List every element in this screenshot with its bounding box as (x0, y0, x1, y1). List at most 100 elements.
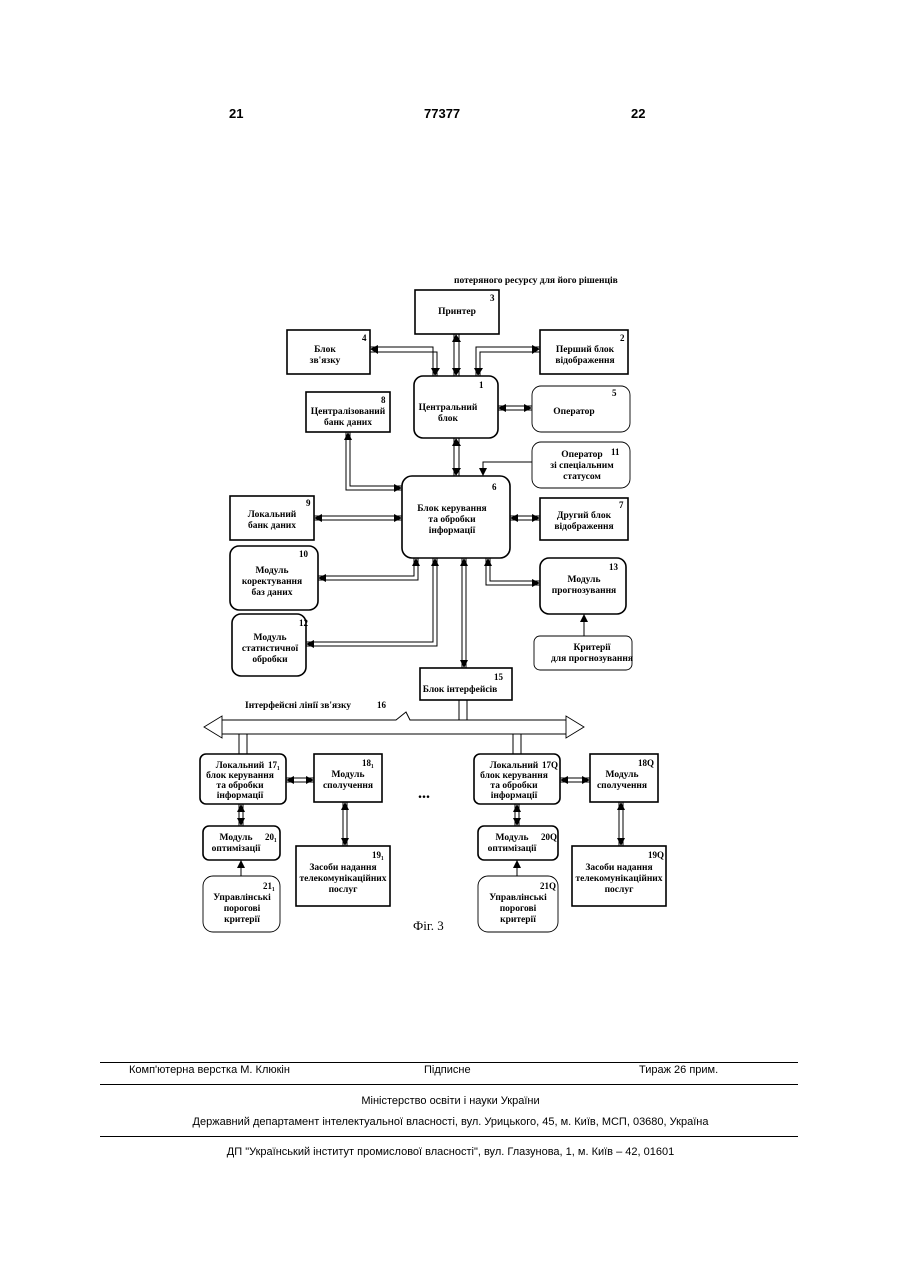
label-line: Блок керування (417, 504, 486, 514)
num-21-q: 21Q (540, 881, 556, 891)
num-4: 4 (362, 333, 367, 343)
label-line: Модуль (220, 833, 253, 843)
label-line: зі спеціальним (550, 460, 614, 471)
label-line: Локальний (248, 509, 297, 520)
label-line: зв'язку (310, 356, 341, 366)
footer-department: Державний департамент інтелектуальної вл… (0, 1116, 901, 1128)
label-line: Центральний (419, 402, 478, 413)
label-line: обробки (252, 654, 288, 665)
num-11: 11 (611, 447, 620, 457)
label-line: Управлінські (489, 892, 547, 903)
num-8: 8 (381, 395, 386, 405)
label-line: Модуль (254, 633, 287, 643)
label-line: Блок інтерфейсів (423, 684, 498, 695)
label-line: інформації (429, 525, 476, 536)
footer-ministry: Міністерство освіти і науки України (0, 1095, 901, 1107)
label-line: Критерії (573, 642, 610, 653)
label-line: Централізований (311, 406, 386, 417)
label-line: та обробки (490, 780, 538, 791)
num-12: 12 (299, 618, 309, 628)
label-line: Засоби надання (309, 862, 376, 873)
label-line: Блок (314, 345, 336, 355)
num-3: 3 (490, 293, 495, 303)
label-line: сполучення (597, 781, 647, 791)
label-line: критерії (224, 914, 260, 925)
num-18-1: 18₁ (362, 758, 374, 768)
num-9: 9 (306, 498, 311, 508)
num-17-q: 17Q (542, 760, 558, 770)
ellipsis: ... (418, 785, 430, 802)
label-line: для прогнозування (551, 654, 633, 664)
label-line: Принтер (438, 307, 476, 317)
bus-label: Інтерфейсні лінії зв'язку (245, 700, 351, 711)
label-line: коректування (242, 577, 302, 587)
num-20-1: 20₁ (265, 832, 277, 842)
label-line: Оператор (561, 450, 602, 460)
num-20-q: 20Q (541, 832, 557, 842)
num-13: 13 (609, 562, 619, 572)
label-line: статистичної (242, 644, 299, 654)
footer-circulation: Тираж 26 прим. (639, 1064, 718, 1076)
label-line: Локальний (216, 760, 265, 771)
label-line: Перший блок (556, 344, 615, 355)
num-17-1: 17₁ (268, 760, 280, 770)
num-10: 10 (299, 549, 309, 559)
label-line: Засоби надання (585, 862, 652, 873)
footer-institute: ДП "Український інститут промислової вла… (0, 1146, 901, 1158)
label-line: Другий блок (557, 510, 612, 521)
label-line: Управлінські (213, 892, 271, 903)
num-18-q: 18Q (638, 758, 654, 768)
label-line: блок керування (206, 770, 274, 781)
label-line: відображення (555, 355, 614, 366)
label-line: баз даних (252, 587, 293, 598)
num-19-q: 19Q (648, 850, 664, 860)
num-2: 2 (620, 333, 625, 343)
label-line: Модуль (496, 833, 529, 843)
label-line: телекомунікаційних (299, 873, 386, 884)
footer-rule-3 (100, 1136, 798, 1137)
num-6: 6 (492, 482, 497, 492)
label-line: послуг (329, 885, 359, 895)
label-line: прогнозування (552, 586, 616, 596)
label-line: послуг (605, 885, 635, 895)
label-line: банк даних (324, 417, 372, 428)
label-operator: Оператор (553, 407, 594, 417)
label-line: Локальний (490, 760, 539, 771)
label-line: та обробки (216, 780, 264, 791)
label-line: статусом (563, 472, 601, 482)
label-line: Модуль (256, 566, 289, 576)
label-line: порогові (500, 903, 537, 914)
label-line: сполучення (323, 781, 373, 791)
label-line: оптимізації (488, 843, 537, 854)
label-printer: Принтер (438, 307, 476, 317)
footer-signed: Підписне (424, 1064, 471, 1076)
label-line: оптимізації (212, 843, 261, 854)
label-line: Модуль (568, 575, 601, 585)
figure-caption: Фіг. 3 (413, 918, 444, 933)
label-line: телекомунікаційних (575, 873, 662, 884)
label-line: банк даних (248, 520, 296, 531)
num-7: 7 (619, 500, 624, 510)
label-interfaces: Блок інтерфейсів (423, 684, 498, 695)
bus-number: 16 (377, 700, 387, 710)
label-line: інформації (491, 790, 538, 801)
label-line: інформації (217, 790, 264, 801)
num-1: 1 (479, 380, 484, 390)
num-15: 15 (494, 672, 504, 682)
label-line: блок керування (480, 770, 548, 781)
footer-layout: Комп'ютерна верстка М. Клюкін (129, 1064, 290, 1076)
num-21-1: 21₁ (263, 881, 275, 891)
label-line: відображення (554, 521, 613, 532)
num-5: 5 (612, 388, 617, 398)
label-line: блок (438, 413, 459, 424)
footer-rule-1 (100, 1062, 798, 1063)
figure-cut-text: потеряного ресурсу для його рішенців (454, 275, 618, 286)
label-line: та обробки (428, 514, 476, 525)
label-line: порогові (224, 903, 261, 914)
num-19-1: 19₁ (372, 850, 384, 860)
label-line: Модуль (606, 770, 639, 780)
label-line: Оператор (553, 407, 594, 417)
block-forecast-criteria (534, 636, 632, 670)
label-line: критерії (500, 914, 536, 925)
